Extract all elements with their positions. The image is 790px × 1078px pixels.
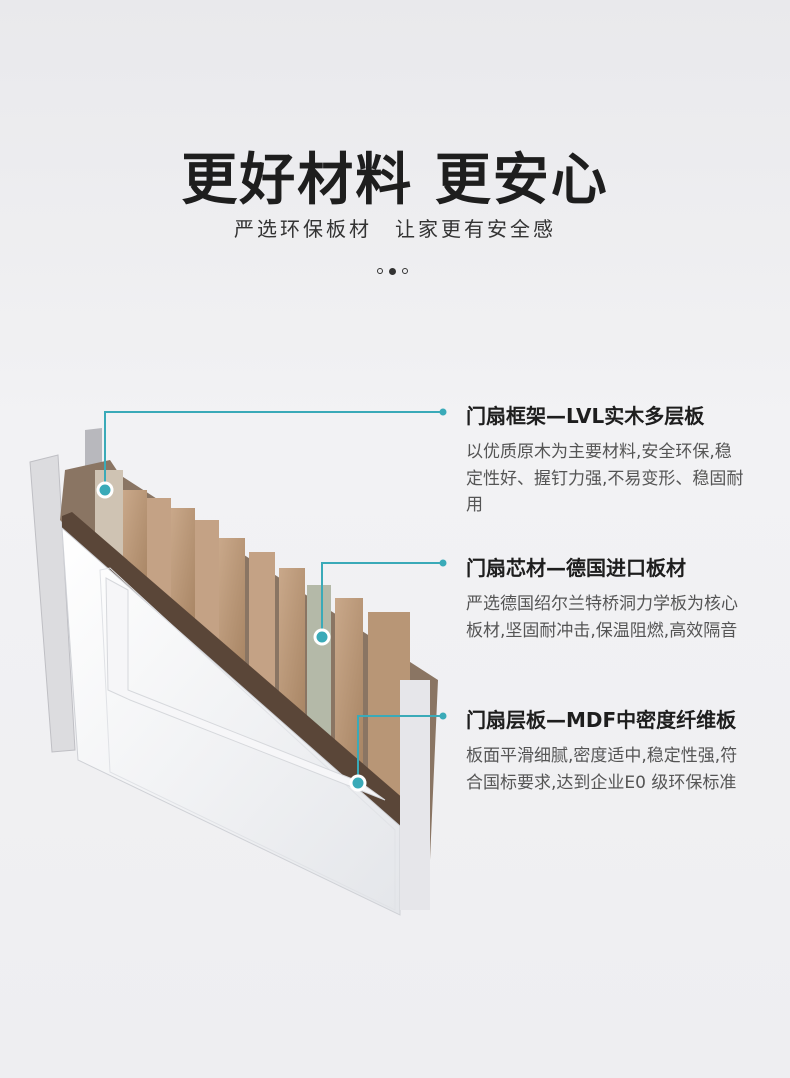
callout-mdf: 门扇层板—MDF中密度纤维板 板面平滑细腻,密度适中,稳定性强,符合国标要求,达…	[466, 704, 746, 796]
callout-core: 门扇芯材—德国进口板材 严选德国绍尔兰特桥洞力学板为核心板材,坚固耐冲击,保温阻…	[466, 552, 746, 644]
pager-dot[interactable]	[402, 268, 408, 274]
pager-dot[interactable]	[377, 268, 383, 274]
callout-title: 门扇层板—MDF中密度纤维板	[466, 708, 737, 732]
door-frame	[29, 454, 76, 753]
page-title: 更好材料 更安心	[181, 148, 609, 213]
pager-dot-active[interactable]	[389, 268, 396, 275]
callout-body: 严选德国绍尔兰特桥洞力学板为核心板材,坚固耐冲击,保温阻燃,高效隔音	[466, 594, 738, 641]
callout-markers	[96, 408, 447, 792]
callout-lines	[104, 411, 443, 783]
callout-frame: 门扇框架—LVL实木多层板 以优质原木为主要材料,安全环保,稳定性好、握钉力强,…	[466, 400, 746, 519]
door-panel	[61, 526, 401, 916]
callout-body: 以优质原木为主要材料,安全环保,稳定性好、握钉力强,不易变形、稳固耐用	[466, 442, 744, 515]
callout-title: 门扇芯材—德国进口板材	[466, 556, 686, 580]
callout-title: 门扇框架—LVL实木多层板	[466, 404, 705, 428]
mdf-layer	[62, 512, 408, 828]
callout-body: 板面平滑细腻,密度适中,稳定性强,符合国标要求,达到企业E0 级环保标准	[466, 746, 738, 793]
page-subtitle: 严选环保板材 让家更有安全感	[234, 217, 556, 241]
pager-dots	[377, 268, 408, 275]
